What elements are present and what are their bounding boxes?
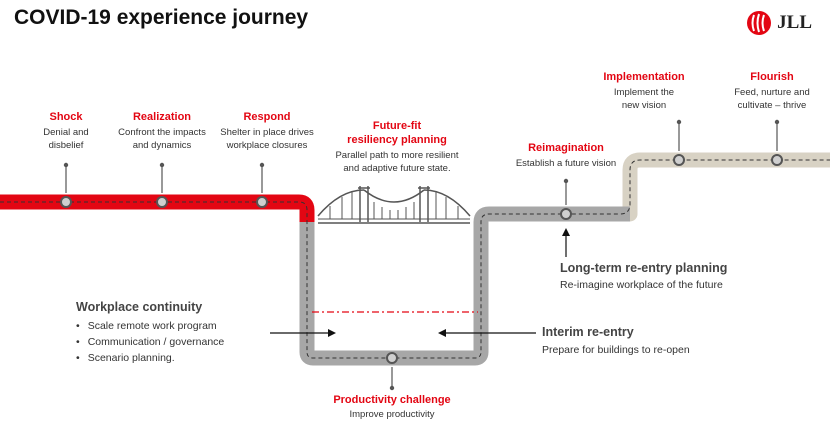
milestone-productivity (386, 352, 398, 391)
stage-reimagination-desc: Establish a future vision (496, 157, 636, 170)
stage-shock: Shock Denial and disbelief (16, 111, 116, 152)
milestone-implementation (673, 119, 685, 166)
stage-realization-desc-line: Confront the impacts (118, 127, 206, 138)
list-item: Scenario planning. (76, 350, 224, 366)
stage-productivity-title: Productivity challenge (333, 394, 451, 406)
stage-shock-desc-line: Denial and (43, 127, 89, 138)
stage-future-fit: Future-fit resiliency planning Parallel … (325, 119, 469, 175)
jll-logo-icon (747, 11, 772, 35)
milestone-flourish (771, 119, 783, 166)
stage-future-fit-desc-line: Parallel path to more resilient (335, 150, 459, 161)
stage-flourish-desc-line: Feed, nurture and (734, 87, 810, 98)
workplace-continuity: Workplace continuity Scale remote work p… (76, 300, 224, 366)
stage-implementation-desc: Implement the new vision (594, 86, 694, 112)
stage-respond-title: Respond (243, 111, 291, 123)
stage-reimagination-title: Reimagination (528, 142, 604, 154)
interim-reentry: Interim re-entry Prepare for buildings t… (542, 325, 690, 356)
stage-shock-desc-line: disbelief (48, 140, 84, 151)
stage-flourish: Flourish Feed, nurture and cultivate – t… (716, 71, 828, 112)
long-term-reentry: Long-term re-entry planning Re-imagine w… (560, 261, 727, 291)
stage-respond-desc-line: workplace closures (226, 140, 308, 151)
interim-reentry-desc: Prepare for buildings to re-open (542, 344, 690, 356)
stage-implementation: Implementation Implement the new vision (594, 71, 694, 112)
stage-reimagination-desc-line: Establish a future vision (515, 158, 617, 169)
milestone-realization (156, 162, 168, 208)
stage-implementation-desc-line: new vision (621, 100, 667, 111)
long-term-reentry-title: Long-term re-entry planning (560, 261, 728, 275)
stage-realization-desc-line: and dynamics (132, 140, 192, 151)
interim-reentry-title: Interim re-entry (542, 325, 634, 339)
stage-reimagination: Reimagination Establish a future vision (496, 142, 636, 170)
stage-future-fit-title-line: resiliency planning (347, 134, 447, 146)
stage-flourish-title: Flourish (750, 71, 794, 83)
bridge-icon (317, 186, 471, 224)
stage-productivity: Productivity challenge Improve productiv… (320, 394, 464, 421)
stage-respond: Respond Shelter in place drives workplac… (207, 111, 327, 152)
stage-respond-desc: Shelter in place drives workplace closur… (207, 126, 327, 152)
pointer-arrows (270, 228, 570, 337)
stage-shock-title: Shock (49, 111, 83, 123)
stage-flourish-desc: Feed, nurture and cultivate – thrive (716, 86, 828, 112)
workplace-continuity-list: Scale remote work program Communication … (76, 318, 225, 366)
logo-text: JLL (777, 12, 812, 33)
long-term-reentry-desc: Re-imagine workplace of the future (560, 279, 723, 291)
jll-logo: JLL (746, 10, 812, 36)
stage-respond-desc-line: Shelter in place drives (220, 127, 314, 138)
stage-shock-desc: Denial and disbelief (16, 126, 116, 152)
stage-productivity-desc: Improve productivity (320, 408, 464, 421)
page-title: COVID-19 experience journey (14, 6, 309, 29)
workplace-continuity-title: Workplace continuity (76, 300, 203, 314)
stage-realization-title: Realization (132, 111, 192, 123)
path-dashed-centerline (0, 159, 830, 359)
stage-productivity-desc-line: Improve productivity (349, 409, 435, 420)
milestone-shock (60, 162, 72, 208)
list-item: Communication / governance (76, 334, 225, 350)
stage-future-fit-desc-line: and adaptive future state. (343, 163, 451, 174)
stage-realization: Realization Confront the impacts and dyn… (102, 111, 222, 152)
milestone-respond (256, 162, 268, 208)
stage-flourish-desc-line: cultivate – thrive (737, 100, 807, 111)
stage-implementation-desc-line: Implement the (613, 87, 675, 98)
stage-future-fit-title: Future-fit resiliency planning (325, 119, 469, 147)
stage-implementation-title: Implementation (603, 71, 685, 83)
path-beige-segment (620, 152, 830, 222)
stage-realization-desc: Confront the impacts and dynamics (102, 126, 222, 152)
milestone-reimagination (560, 178, 572, 220)
list-item: Scale remote work program (76, 318, 224, 334)
stage-future-fit-desc: Parallel path to more resilient and adap… (325, 149, 469, 175)
stage-future-fit-title-line: Future-fit (372, 120, 422, 132)
